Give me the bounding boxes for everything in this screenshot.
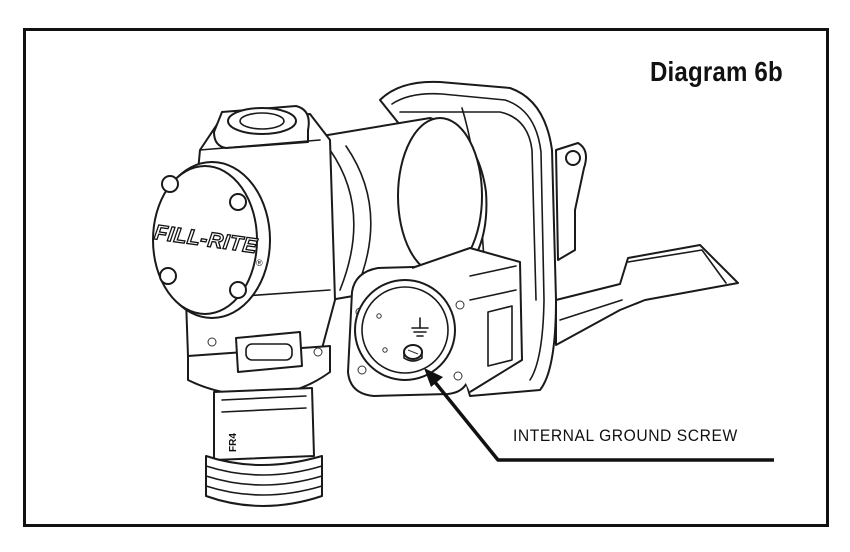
model-marking: FR4 xyxy=(228,433,239,452)
bracket-hole xyxy=(565,150,581,166)
callout-leader xyxy=(424,368,774,462)
diagram-title: Diagram 6b xyxy=(650,56,783,87)
cover-bolt xyxy=(229,281,247,299)
junction-opening xyxy=(354,279,456,381)
nozzle-lever xyxy=(555,244,739,346)
pump-feet xyxy=(207,331,323,373)
cover-bolt xyxy=(159,267,177,285)
mounting-bracket xyxy=(555,142,587,261)
cover-bolt xyxy=(229,193,247,211)
ground-screw-callout: INTERNAL GROUND SCREW xyxy=(513,426,738,445)
arrowhead-icon xyxy=(424,368,443,387)
registered-mark: ® xyxy=(256,258,263,268)
front-cover: FILL-RITE ® xyxy=(152,161,271,319)
ground-screw xyxy=(403,344,423,362)
ground-symbol-icon xyxy=(411,317,429,337)
cover-bolt xyxy=(161,175,179,193)
